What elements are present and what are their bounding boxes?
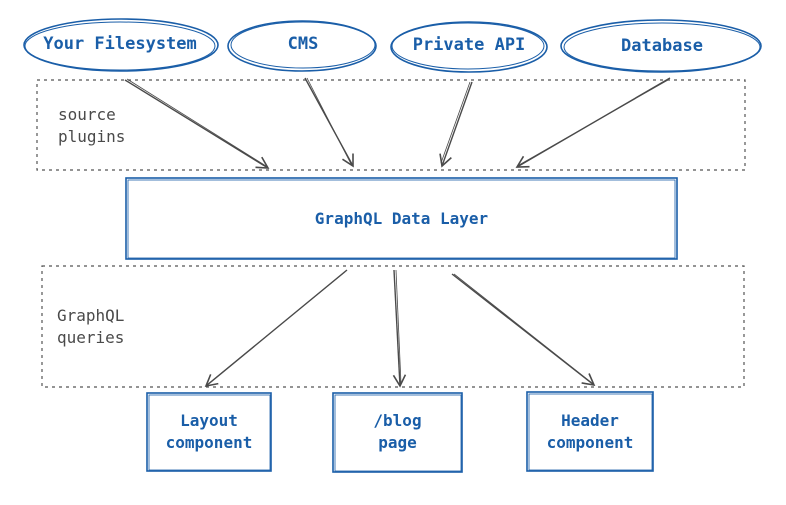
source-arrows bbox=[124, 77, 671, 169]
arrow-layer-to-blog bbox=[392, 269, 407, 388]
source-node-filesystem bbox=[23, 18, 219, 72]
source-node-cms bbox=[227, 20, 377, 72]
output-label-blog: /blog page bbox=[373, 411, 422, 453]
arrow-filesystem-to-layer bbox=[124, 79, 270, 169]
source-label-filesystem: Your Filesystem bbox=[43, 34, 197, 54]
source-node-private-api bbox=[390, 21, 548, 73]
output-label-layout: Layout component bbox=[165, 411, 253, 453]
output-node-header bbox=[526, 391, 654, 472]
arrow-layer-to-header bbox=[451, 273, 596, 387]
arrow-api-to-layer bbox=[439, 81, 473, 168]
source-label-private-api: Private API bbox=[412, 35, 526, 55]
output-node-blog bbox=[332, 392, 463, 473]
output-node-layout bbox=[146, 392, 272, 472]
data-layer-box bbox=[125, 177, 678, 260]
arrow-cms-to-layer bbox=[304, 77, 354, 168]
source-node-database bbox=[560, 19, 762, 73]
output-arrows bbox=[204, 269, 596, 388]
source-label-database: Database bbox=[621, 36, 703, 56]
graphql-queries-label: GraphQL queries bbox=[57, 306, 125, 348]
output-label-header: Header component bbox=[546, 411, 634, 453]
graphql-queries-region bbox=[41, 265, 745, 388]
source-plugins-label: source plugins bbox=[58, 105, 126, 147]
source-label-cms: CMS bbox=[287, 34, 319, 54]
data-layer-label: GraphQL Data Layer bbox=[314, 209, 489, 228]
